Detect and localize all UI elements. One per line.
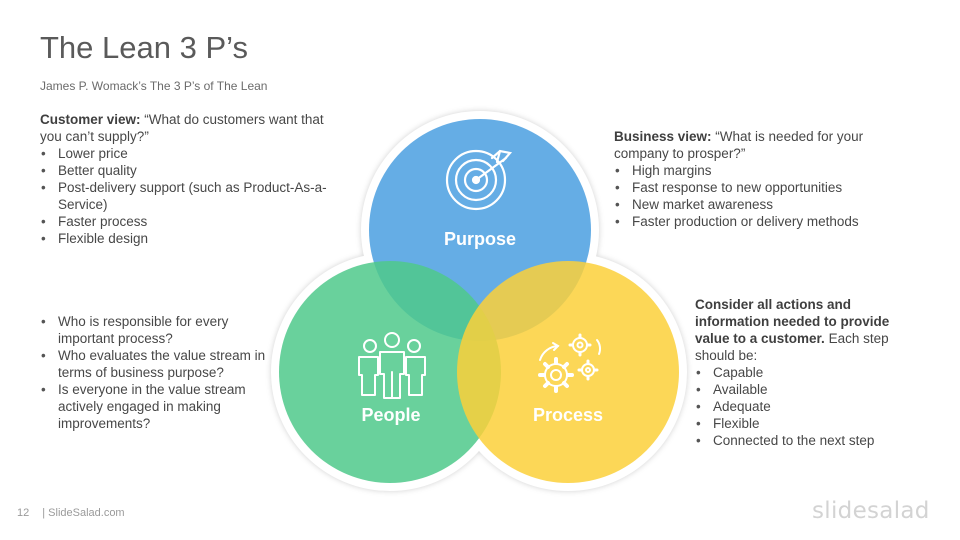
- slide-footer: 12 | SlideSalad.com: [17, 507, 125, 519]
- people-questions-block: Who is responsible for every important p…: [40, 313, 285, 432]
- list-item: Fast response to new opportunities: [614, 179, 914, 196]
- customer-view-quote: “What do customers want that you can’t s…: [40, 112, 324, 144]
- list-item: Connected to the next step: [695, 432, 910, 449]
- business-view-block: Business view: “What is needed for your …: [614, 128, 914, 230]
- list-item: Who evaluates the value stream in terms …: [40, 347, 285, 381]
- process-steps-intro: Consider all actions and information nee…: [695, 296, 910, 364]
- list-item: Adequate: [695, 398, 910, 415]
- list-item: Faster process: [40, 213, 345, 230]
- business-view-lead: Business view:: [614, 129, 712, 144]
- purpose-label: Purpose: [443, 229, 517, 249]
- list-item: Faster production or delivery methods: [614, 213, 914, 230]
- gears-icon: [538, 333, 602, 393]
- list-item: Is everyone in the value stream actively…: [40, 381, 285, 432]
- list-item: New market awareness: [614, 196, 914, 213]
- customer-view-lead: Customer view:: [40, 112, 141, 127]
- people-circle: [279, 261, 501, 483]
- process-circle: [457, 261, 679, 483]
- list-item: Flexible design: [40, 230, 345, 247]
- business-view-list: High margins Fast response to new opport…: [614, 162, 914, 230]
- brand-logo: slidesalad: [812, 498, 930, 524]
- page-number: 12: [17, 507, 30, 519]
- list-item: Lower price: [40, 145, 345, 162]
- list-item: High margins: [614, 162, 914, 179]
- process-steps-list: Capable Available Adequate Flexible Conn…: [695, 364, 910, 449]
- list-item: Post-delivery support (such as Product-A…: [40, 179, 345, 213]
- list-item: Flexible: [695, 415, 910, 432]
- process-steps-block: Consider all actions and information nee…: [695, 296, 910, 449]
- customer-view-list: Lower price Better quality Post-delivery…: [40, 145, 345, 247]
- list-item: Available: [695, 381, 910, 398]
- list-item: Better quality: [40, 162, 345, 179]
- list-item: Who is responsible for every important p…: [40, 313, 285, 347]
- process-steps-rest: Each step should be:: [695, 331, 889, 363]
- people-label: People: [361, 405, 421, 425]
- business-view-intro: Business view: “What is needed for your …: [614, 128, 914, 162]
- customer-view-block: Customer view: “What do customers want t…: [40, 111, 345, 247]
- customer-view-intro: Customer view: “What do customers want t…: [40, 111, 345, 145]
- list-item: Capable: [695, 364, 910, 381]
- footer-site: | SlideSalad.com: [42, 507, 125, 519]
- slide-title: The Lean 3 P’s: [40, 30, 248, 65]
- process-steps-lead: Consider all actions and information nee…: [695, 297, 890, 346]
- target-icon: [445, 149, 513, 211]
- people-group-icon: [358, 332, 426, 399]
- slide-subtitle: James P. Womack’s The 3 P’s of The Lean: [40, 79, 268, 93]
- people-questions-list: Who is responsible for every important p…: [40, 313, 285, 432]
- business-view-quote: “What is needed for your company to pros…: [614, 129, 864, 161]
- process-label: Process: [532, 405, 604, 425]
